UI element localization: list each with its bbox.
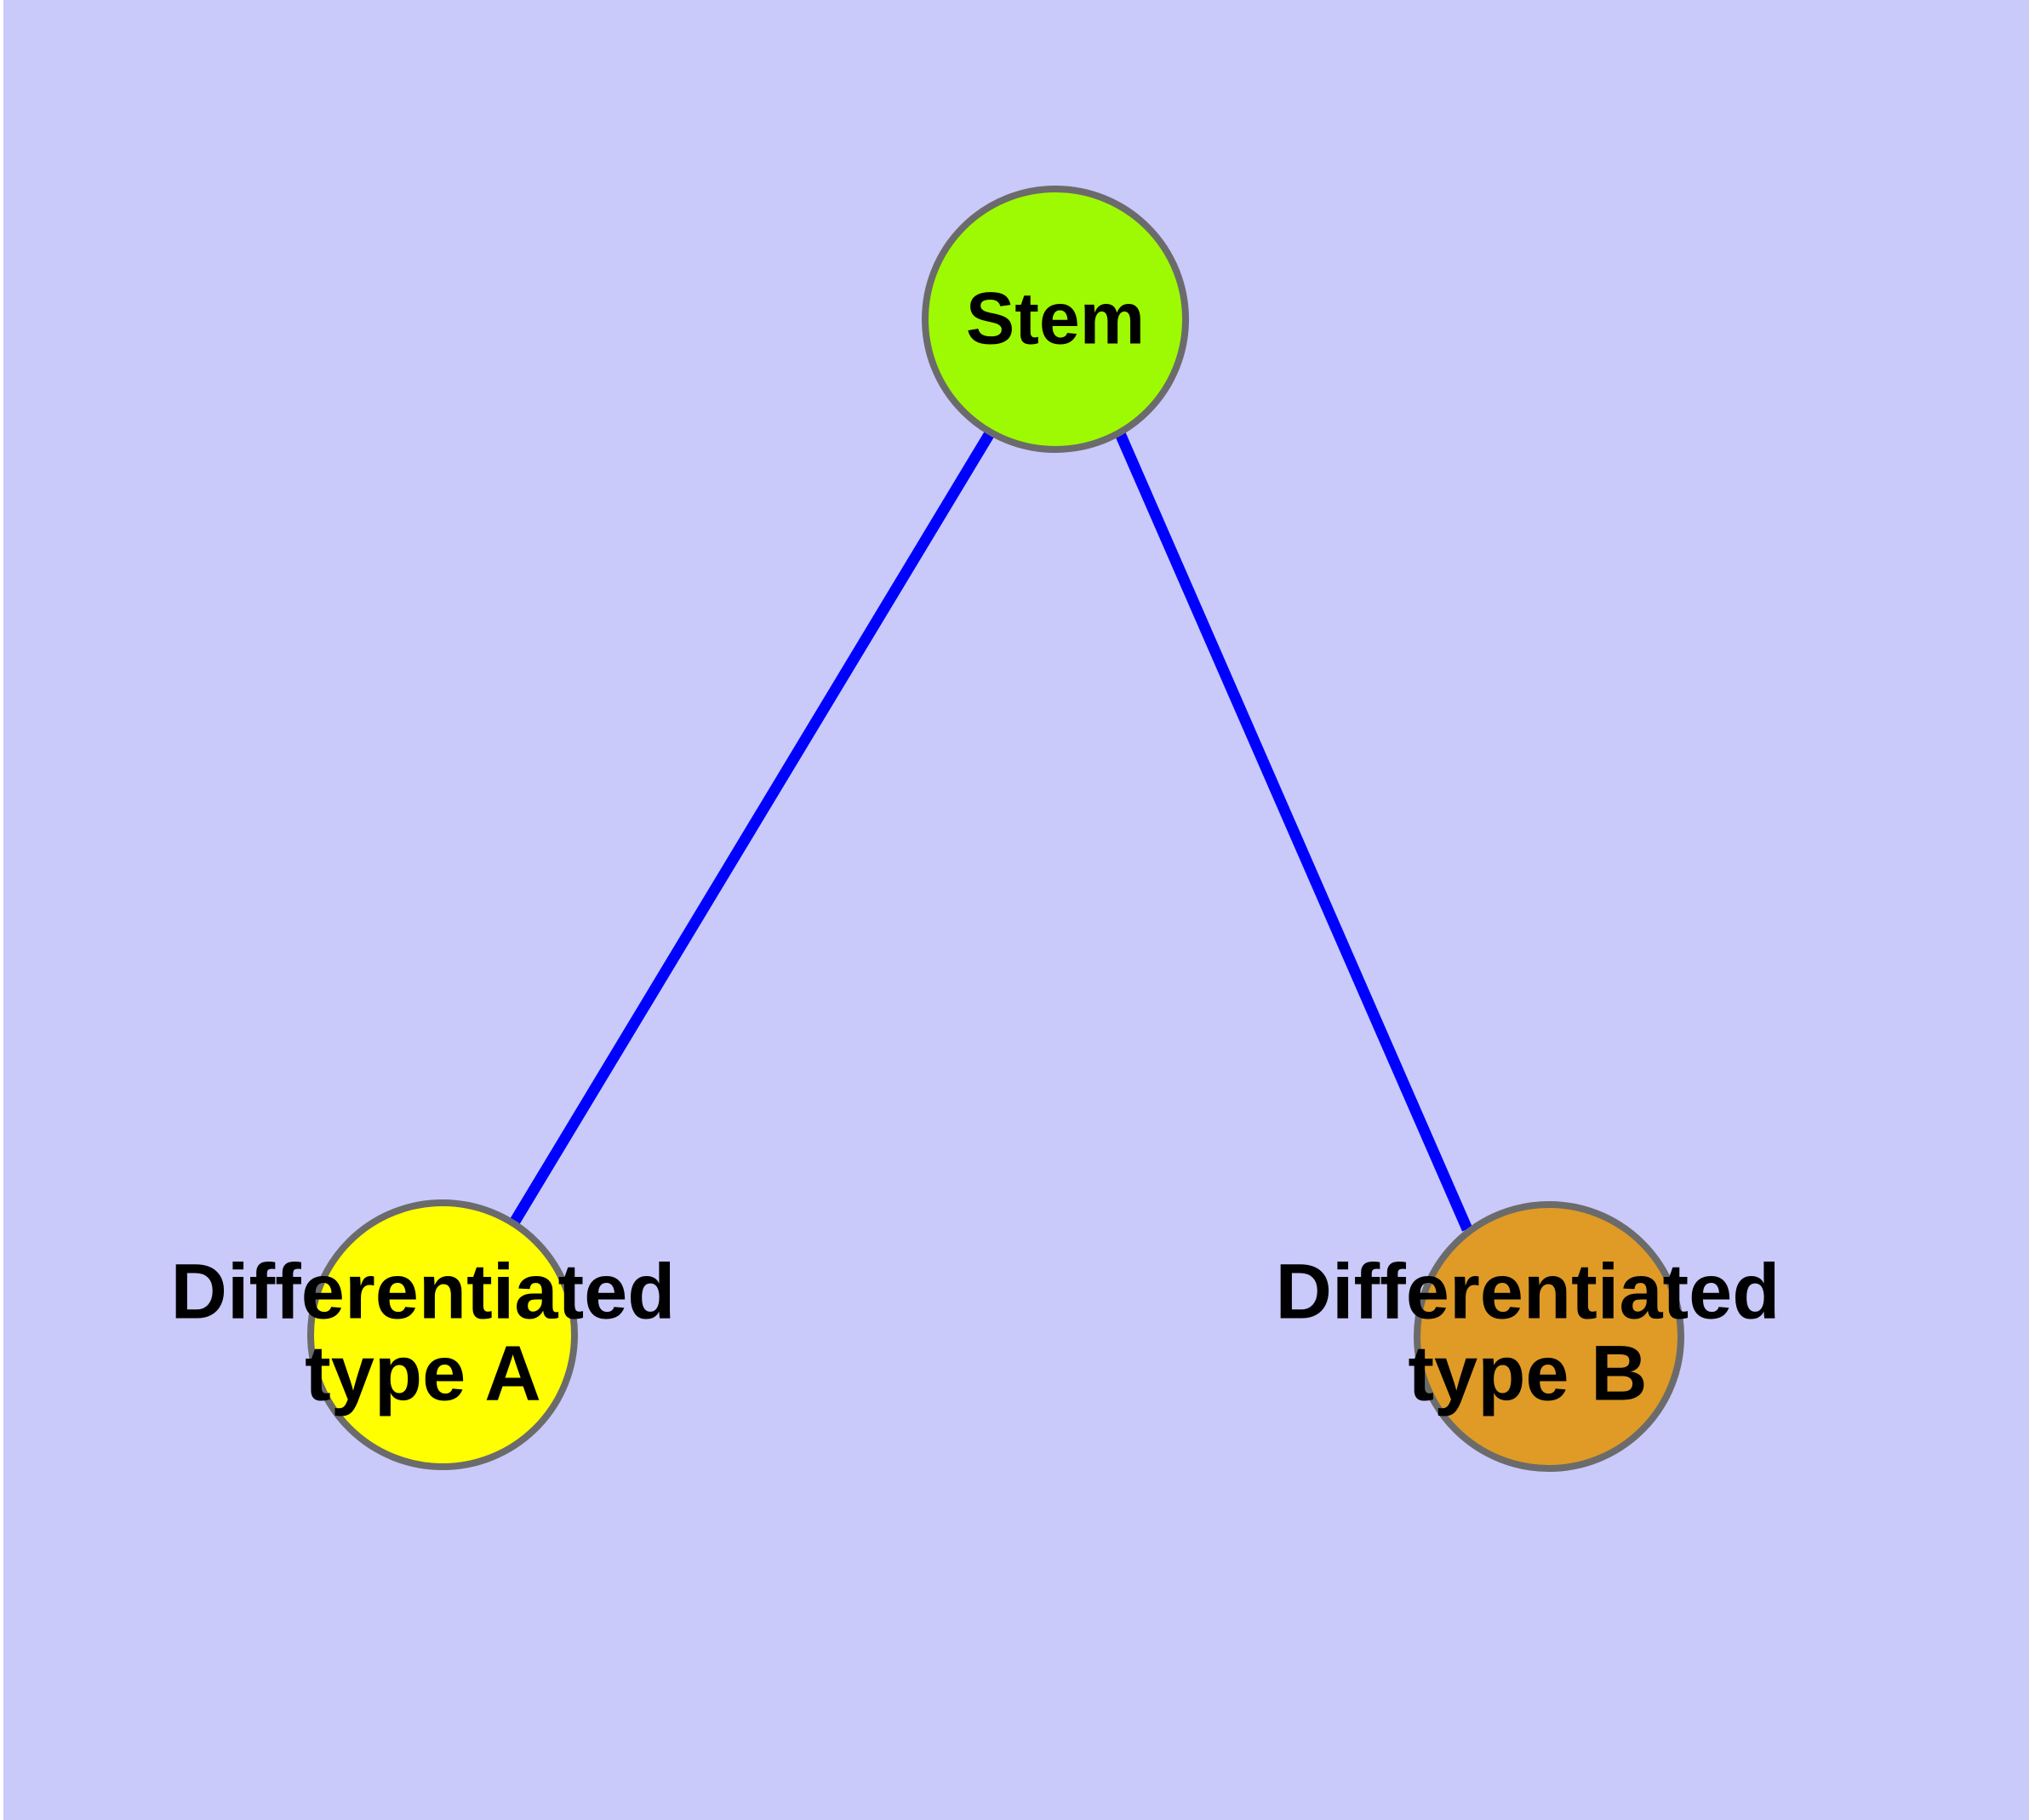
node-layer xyxy=(307,186,1684,1472)
node-differentiated-type-a[interactable] xyxy=(307,1199,578,1470)
node-stem[interactable] xyxy=(922,186,1189,453)
edge-layer xyxy=(508,429,1472,1232)
node-differentiated-type-b[interactable] xyxy=(1414,1201,1684,1472)
edge-stem-to-differentiated-type-b xyxy=(1114,429,1472,1232)
edge-stem-to-differentiated-type-a xyxy=(508,430,995,1228)
